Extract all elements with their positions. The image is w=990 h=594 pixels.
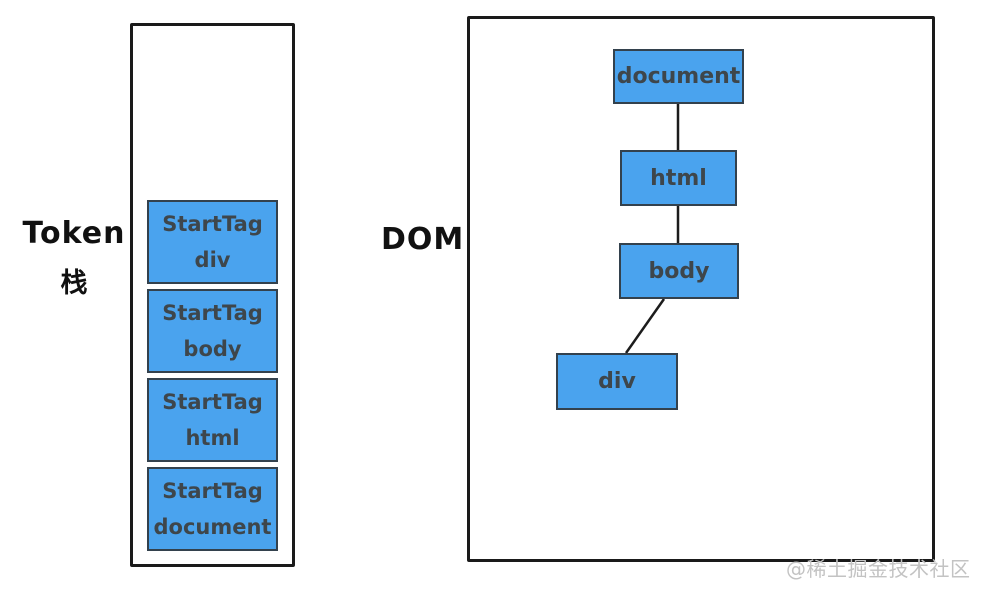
dom-node-body: body	[619, 243, 739, 299]
dom-node-label: div	[598, 369, 636, 394]
dom-node-label: document	[616, 64, 741, 89]
token-tag-text: document	[153, 515, 272, 539]
dom-node-label: html	[650, 165, 707, 191]
dom-node-div: div	[556, 353, 678, 410]
stack-label-cn-text: 栈	[60, 268, 88, 299]
token-type-text: StartTag	[162, 301, 263, 325]
tree-connector-lines	[624, 104, 680, 354]
token-stack-container: StartTag div StartTag body StartTag html…	[130, 23, 295, 567]
token-tag-text: div	[194, 248, 231, 272]
dom-tree-container: document html body div	[467, 16, 935, 562]
dom-node-label: body	[648, 258, 710, 284]
token-label-text: Token	[22, 216, 126, 251]
token-stack-item-body: StartTag body	[147, 289, 278, 373]
token-stack-item-document: StartTag document	[147, 467, 278, 551]
token-stack-item-div: StartTag div	[147, 200, 278, 284]
token-stack-item-html: StartTag html	[147, 378, 278, 462]
token-tag-text: body	[183, 337, 242, 361]
token-type-text: StartTag	[162, 479, 263, 503]
edge-body-div	[624, 298, 666, 354]
dom-label: DOM	[381, 222, 465, 257]
token-tag-text: html	[185, 426, 240, 450]
watermark: @稀土掘金技术社区	[786, 557, 971, 581]
token-type-text: StartTag	[162, 212, 263, 236]
token-type-text: StartTag	[162, 390, 263, 414]
dom-node-html: html	[620, 150, 737, 206]
token-stack-label: Token 栈	[18, 216, 130, 300]
dom-node-document: document	[613, 49, 744, 104]
